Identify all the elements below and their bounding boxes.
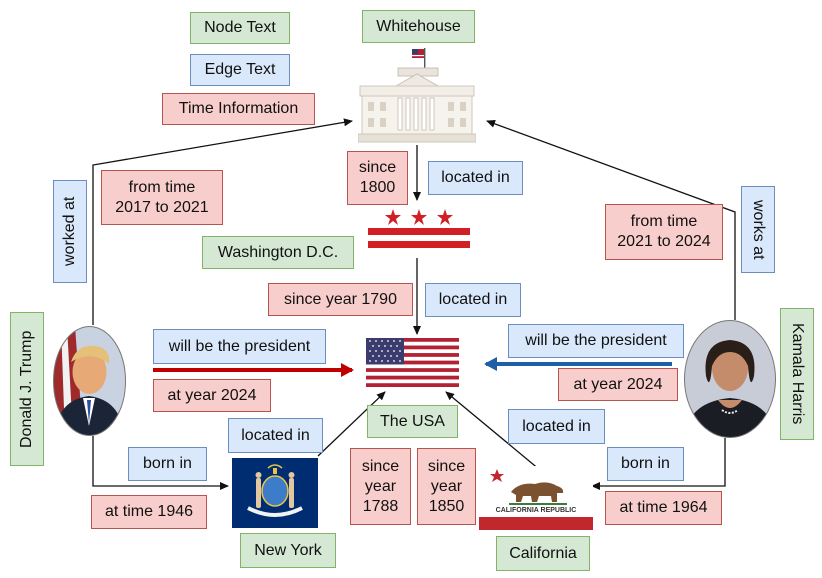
time-label-dc-since: since year 1790	[268, 283, 413, 316]
edge-harris-whitehouse	[486, 120, 736, 320]
edge-label-harris-born-in: born in	[607, 447, 684, 481]
washington-dc-flag-image	[368, 209, 470, 248]
new-york-flag-image	[232, 458, 318, 528]
legend-time-information: Time Information	[162, 93, 315, 125]
time-label-harris-2024: at year 2024	[558, 368, 678, 401]
time-label-trump-2024: at year 2024	[153, 379, 271, 412]
time-label-ca-since: since year 1850	[417, 448, 476, 525]
edge-newyork-usa	[317, 391, 386, 457]
edge-label-trump-worked-at: worked at	[53, 180, 87, 283]
time-label-harris-born: at time 1964	[605, 491, 722, 525]
california-flag-text: CALIFORNIA REPUBLIC	[495, 507, 577, 514]
trump-photo	[53, 326, 126, 436]
edge-harris-california	[591, 438, 726, 490]
whitehouse-image	[358, 48, 476, 143]
edge-label-trump-born-in: born in	[128, 447, 207, 481]
edge-label-dc-usa-located-in: located in	[425, 283, 521, 317]
edge-label-trump-president: will be the president	[153, 329, 326, 364]
node-new-york: New York	[240, 533, 336, 568]
node-california: California	[496, 536, 590, 571]
edge-label-harris-works-at: works at	[741, 186, 775, 273]
node-washington-dc: Washington D.C.	[202, 236, 354, 269]
edge-trump-whitehouse	[92, 118, 353, 325]
node-kamala-harris: Kamala Harris	[780, 308, 814, 440]
time-label-whitehouse-since: since 1800	[347, 151, 408, 205]
time-label-trump-work: from time 2017 to 2021	[101, 170, 223, 225]
edge-california-usa	[445, 391, 541, 471]
time-label-trump-born: at time 1946	[91, 495, 207, 529]
usa-flag-image	[366, 338, 459, 387]
edge-label-ny-located-in: located in	[228, 418, 323, 453]
time-label-harris-work: from time 2021 to 2024	[605, 204, 723, 260]
legend-edge-text: Edge Text	[190, 54, 290, 86]
node-usa: The USA	[367, 405, 458, 438]
edge-label-ca-located-in: located in	[508, 409, 605, 444]
time-label-ny-since: since year 1788	[350, 448, 411, 525]
edge-trump-newyork	[92, 436, 229, 490]
node-whitehouse: Whitehouse	[362, 10, 475, 43]
legend-node-text: Node Text	[190, 12, 290, 44]
california-flag-image	[479, 466, 593, 530]
node-donald-j-trump: Donald J. Trump	[10, 312, 44, 466]
edge-label-harris-president: will be the president	[508, 324, 684, 358]
edge-label-dc-located-in: located in	[428, 161, 523, 195]
harris-photo	[684, 320, 776, 438]
